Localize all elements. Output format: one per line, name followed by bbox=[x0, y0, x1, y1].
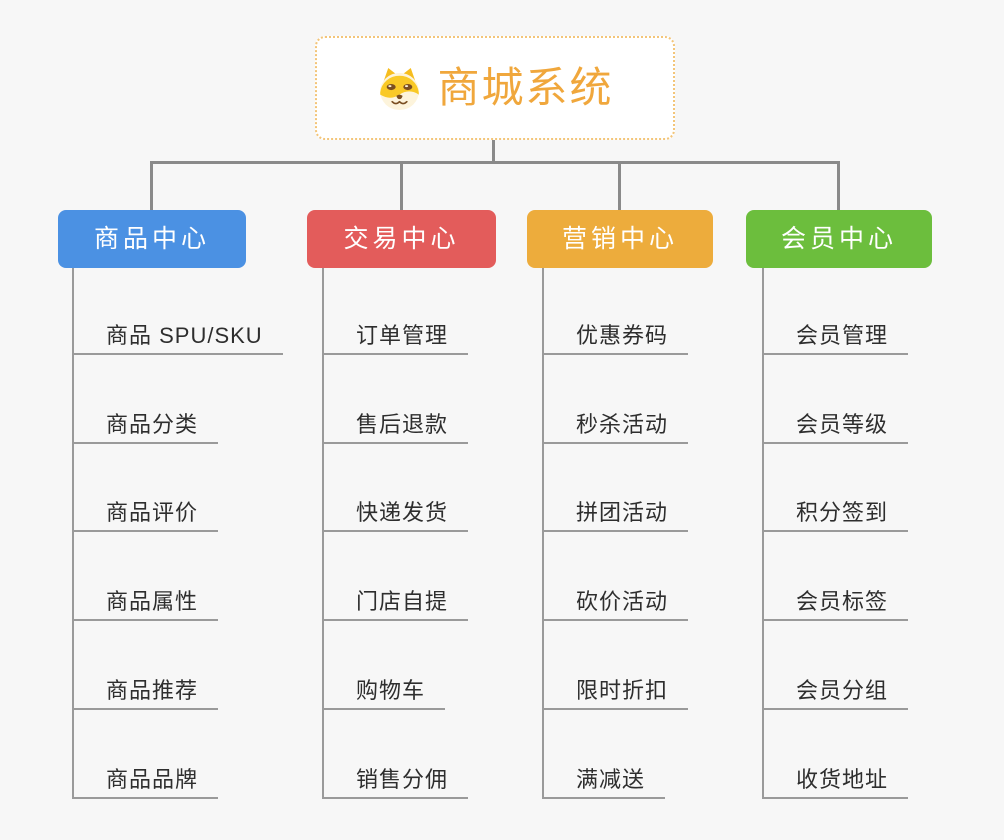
connector-bus bbox=[151, 161, 839, 164]
leaf-node[interactable]: 商品分类 bbox=[73, 398, 219, 444]
leaf-node[interactable]: 限时折扣 bbox=[543, 664, 689, 710]
branch-line bbox=[542, 268, 544, 799]
branch-children-member: 会员管理 会员等级 积分签到 会员标签 会员分组 收货地址 bbox=[762, 268, 1004, 813]
leaf-node[interactable]: 快递发货 bbox=[323, 486, 469, 532]
leaf-node[interactable]: 会员等级 bbox=[763, 398, 909, 444]
leaf-node[interactable]: 商品 SPU/SKU bbox=[73, 309, 283, 355]
branch-line bbox=[72, 268, 74, 799]
connector-drop-member bbox=[837, 161, 840, 210]
leaf-node[interactable]: 商品推荐 bbox=[73, 664, 219, 710]
leaf-node[interactable]: 满减送 bbox=[543, 753, 666, 799]
leaf-node[interactable]: 收货地址 bbox=[763, 753, 909, 799]
leaf-node[interactable]: 商品品牌 bbox=[73, 753, 219, 799]
leaf-node[interactable]: 积分签到 bbox=[763, 486, 909, 532]
branch-node-member-center[interactable]: 会员中心 bbox=[746, 210, 932, 268]
leaf-node[interactable]: 商品属性 bbox=[73, 575, 219, 621]
leaf-node[interactable]: 会员标签 bbox=[763, 575, 909, 621]
branch-node-marketing-center[interactable]: 营销中心 bbox=[527, 210, 713, 268]
leaf-node[interactable]: 秒杀活动 bbox=[543, 398, 689, 444]
connector-drop-product bbox=[150, 161, 153, 210]
connector-root-stem bbox=[492, 140, 495, 162]
leaf-node[interactable]: 砍价活动 bbox=[543, 575, 689, 621]
connector-drop-marketing bbox=[618, 161, 621, 210]
branch-node-trade-center[interactable]: 交易中心 bbox=[307, 210, 496, 268]
root-title: 商城系统 bbox=[437, 64, 614, 111]
branch-line bbox=[762, 268, 764, 799]
leaf-node[interactable]: 拼团活动 bbox=[543, 486, 689, 532]
branch-children-marketing: 优惠券码 秒杀活动 拼团活动 砍价活动 限时折扣 满减送 bbox=[542, 268, 792, 813]
leaf-node[interactable]: 购物车 bbox=[323, 664, 446, 710]
leaf-node[interactable]: 优惠券码 bbox=[543, 309, 689, 355]
leaf-node[interactable]: 商品评价 bbox=[73, 486, 219, 532]
leaf-node[interactable]: 销售分佣 bbox=[323, 753, 469, 799]
connector-drop-trade bbox=[400, 161, 403, 210]
leaf-node[interactable]: 会员分组 bbox=[763, 664, 909, 710]
leaf-node[interactable]: 门店自提 bbox=[323, 575, 469, 621]
dog-face-icon bbox=[376, 66, 423, 111]
leaf-node[interactable]: 会员管理 bbox=[763, 309, 909, 355]
branch-children-product: 商品 SPU/SKU 商品分类 商品评价 商品属性 商品推荐 商品品牌 bbox=[72, 268, 322, 813]
branch-line bbox=[322, 268, 324, 799]
root-node[interactable]: 商城系统 bbox=[315, 36, 675, 140]
branch-children-trade: 订单管理 售后退款 快递发货 门店自提 购物车 销售分佣 bbox=[322, 268, 572, 813]
leaf-node[interactable]: 订单管理 bbox=[323, 309, 469, 355]
branch-node-product-center[interactable]: 商品中心 bbox=[58, 210, 246, 268]
leaf-node[interactable]: 售后退款 bbox=[323, 398, 469, 444]
